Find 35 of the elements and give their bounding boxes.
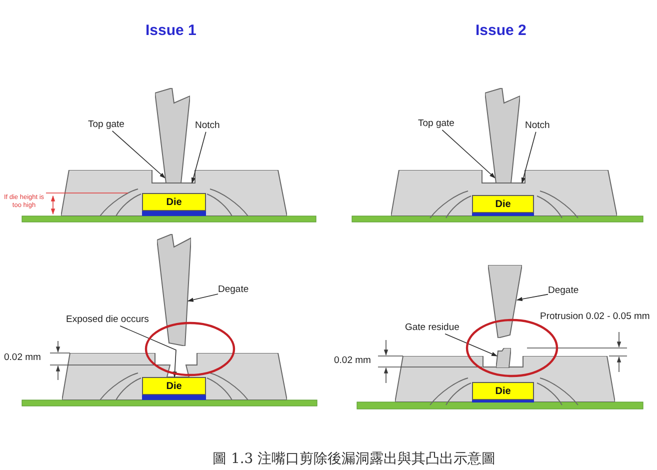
leader-line (516, 294, 548, 302)
gate-runner (485, 88, 520, 183)
die-block: Die (142, 377, 206, 395)
leader-line (444, 334, 498, 356)
callout-label: Notch (195, 121, 220, 132)
leader-line (112, 130, 166, 178)
figure-caption: 圖 1.3 注嘴口剪除後漏洞露出與其凸出示意圖 (212, 451, 496, 468)
mold-package (395, 356, 615, 402)
callout-label: Notch (525, 121, 550, 132)
panel-title: Issue 1 (146, 22, 196, 40)
panel-title: Issue 2 (476, 22, 526, 40)
dimension-label: Protrusion 0.02 - 0.05 mm (540, 312, 650, 323)
dimension-label: 0.02 mm (334, 356, 371, 367)
leader-line (191, 132, 206, 184)
mold-package (391, 170, 617, 216)
die-block: Die (472, 195, 534, 213)
leader-line (187, 294, 218, 302)
callout-label: Gate residue (405, 323, 460, 334)
callout-label: Top gate (88, 120, 124, 131)
leader-line (521, 132, 536, 184)
degate-tool (488, 265, 522, 338)
leader-line (120, 326, 177, 378)
gate-runner (155, 88, 190, 183)
gate-residue (496, 348, 511, 368)
callout-label: Degate (548, 286, 579, 297)
mold-package (61, 170, 287, 216)
leader-line (442, 130, 496, 178)
die-block: Die (472, 382, 534, 400)
callout-label: Degate (218, 285, 249, 296)
die-block: Die (142, 193, 206, 211)
degate-tool (157, 234, 191, 346)
callout-label: Top gate (418, 119, 454, 130)
dimension-label: 0.02 mm (4, 353, 41, 364)
mold-package (62, 353, 287, 400)
callout-label: Exposed die occurs (66, 315, 149, 326)
